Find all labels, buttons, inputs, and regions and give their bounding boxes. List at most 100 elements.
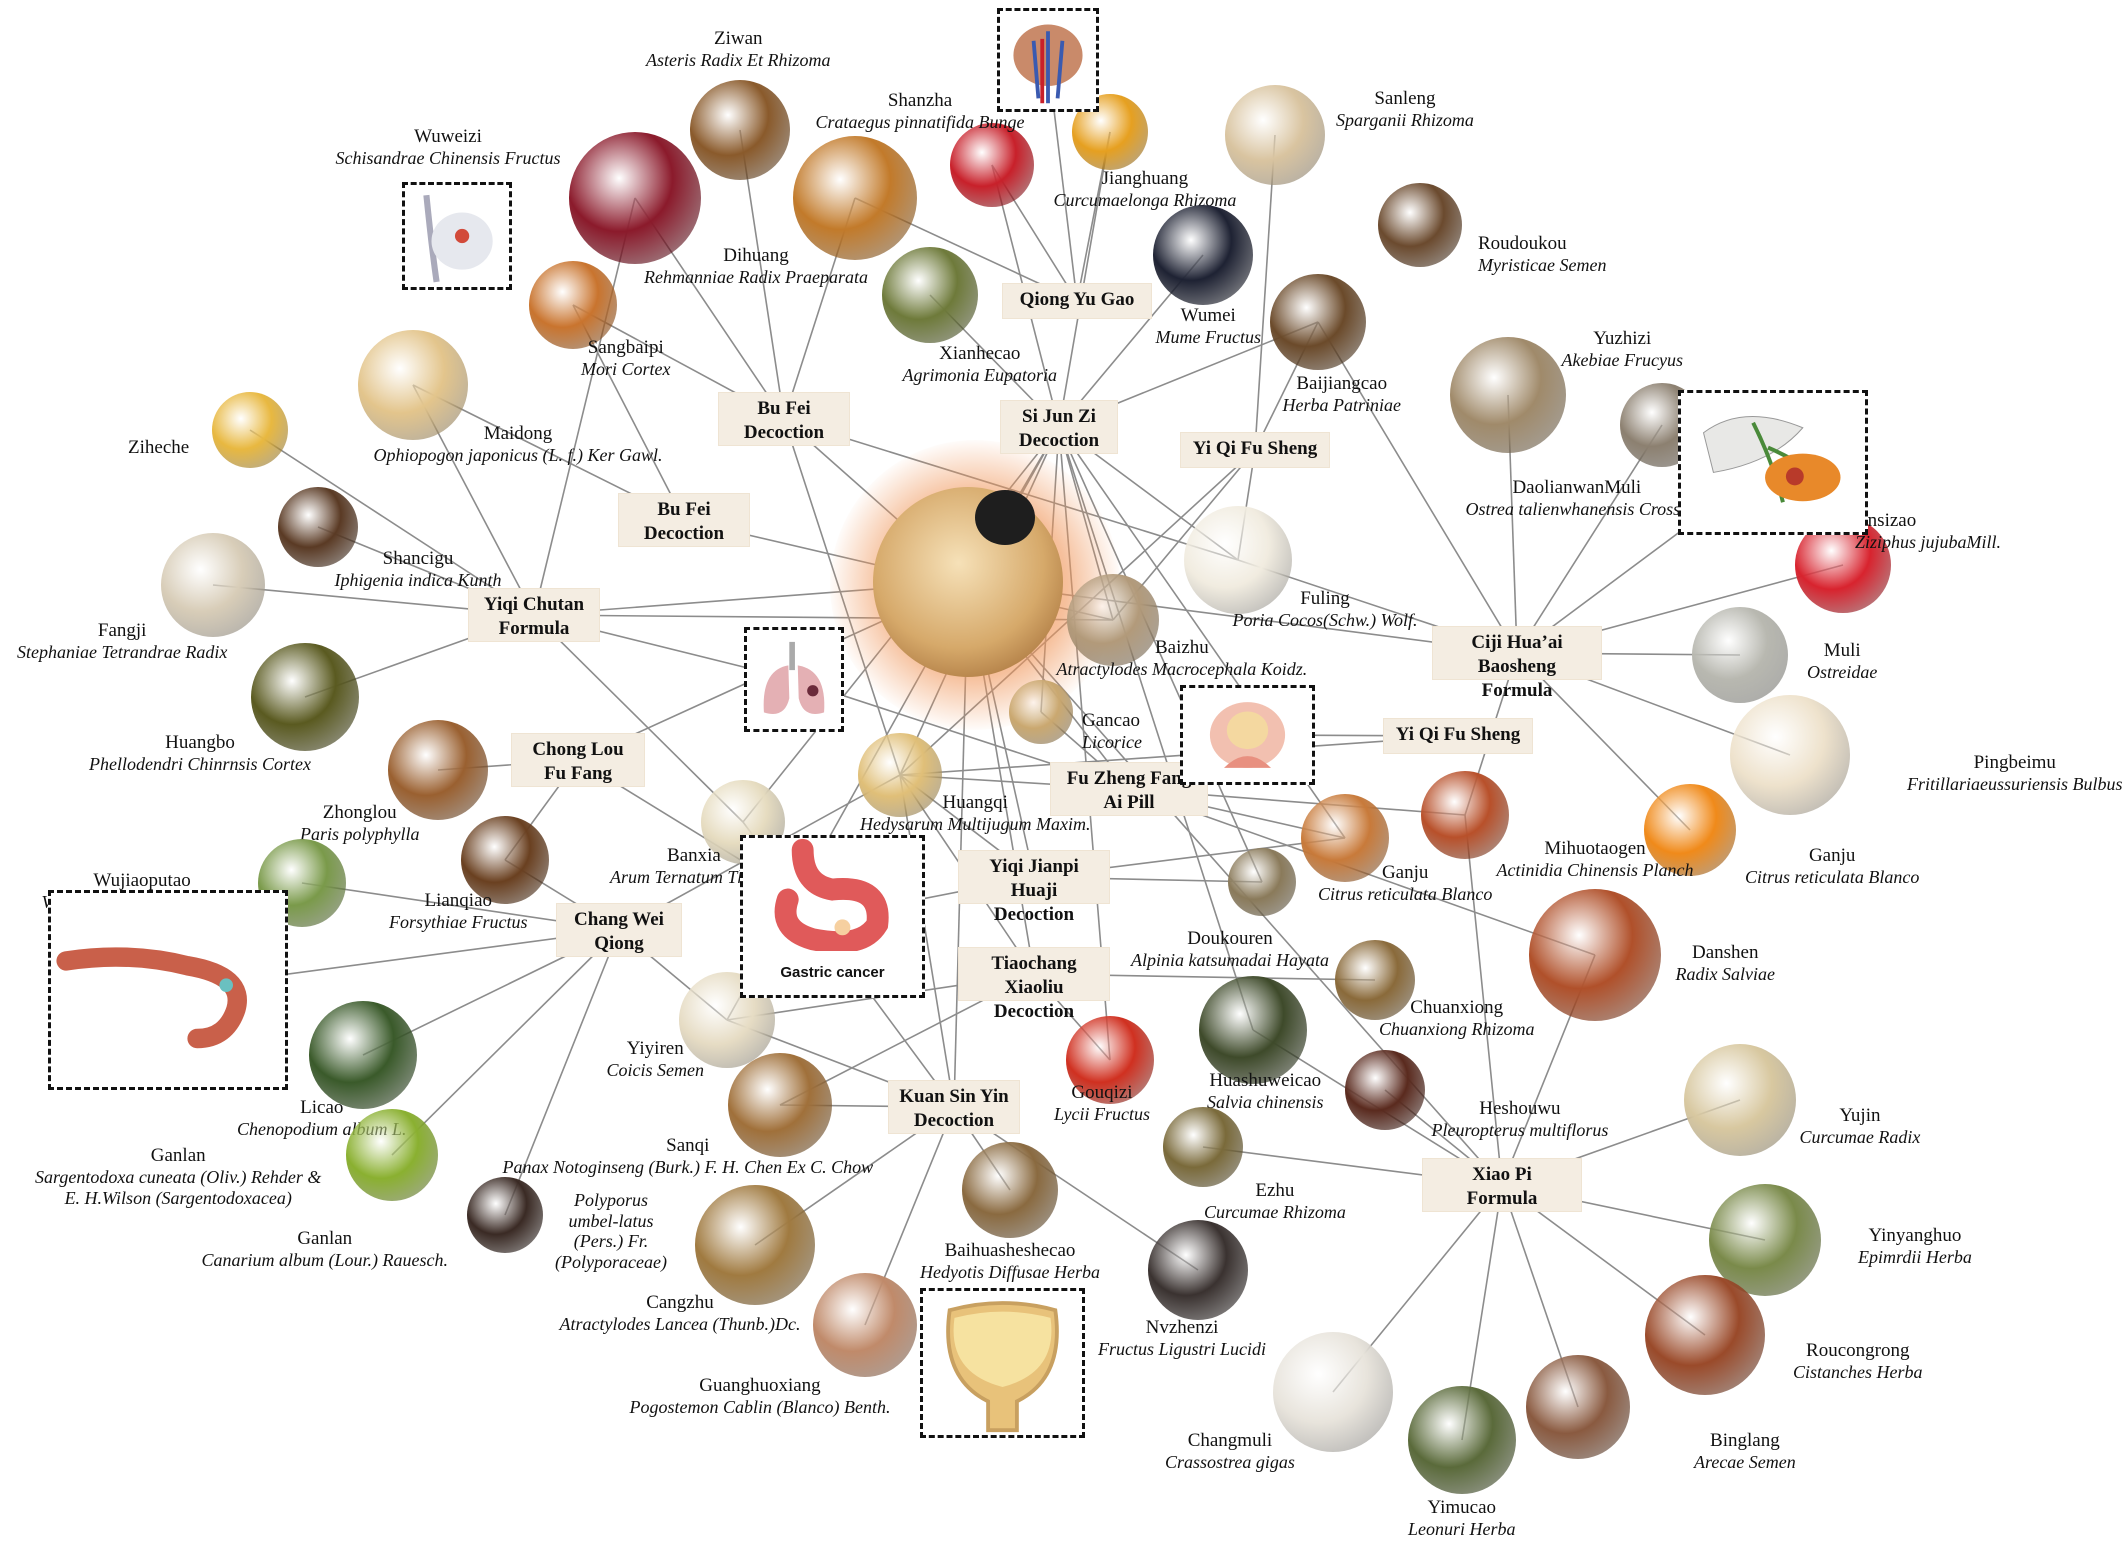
herb-latin-name: Polyporus umbel-latus (Pers.) Fr. (Polyp… (555, 1190, 667, 1273)
herb-name: Gouqizi (1071, 1082, 1133, 1103)
herb-image-yinyanghuo (1709, 1184, 1821, 1296)
herb-image-wuweizi (569, 132, 701, 264)
herb-latin-name: Sparganii Rhizoma (1336, 109, 1474, 130)
herb-latin-name: Atractylodes Macrocephala Koidz. (1056, 658, 1308, 679)
formula-qiongYuGao: Qiong Yu Gao (1002, 283, 1152, 319)
herb-image-muli (1692, 607, 1788, 703)
formula-buFei2: Bu Fei Decoction (618, 493, 750, 547)
herb-latin-name: Crassostrea gigas (1165, 1451, 1295, 1472)
herb-name: Huashuweicao (1209, 1070, 1322, 1091)
edge-xiaoPi-mihuotaogen (1464, 814, 1503, 1186)
herb-latin-name: Herba Patriniae (1282, 394, 1402, 415)
formula-chongLou: Chong Lou Fu Fang (511, 733, 645, 787)
herb-latin-name: Schisandrae Chinensis Fructus (335, 147, 561, 168)
herb-latin-name: Citrus reticulata Blanco (1745, 866, 1920, 887)
herb-image-xianhecao (882, 247, 978, 343)
herb-name: DaolianwanMuli (1512, 477, 1642, 498)
herb-image-heshouwu (1345, 1050, 1425, 1130)
herb-label-polyporus: Polyporus umbel-latus (Pers.) Fr. (Polyp… (555, 1190, 667, 1273)
herb-latin-name: Epimrdii Herba (1858, 1246, 1972, 1267)
herb-latin-name: Paris polyphylla (300, 823, 420, 844)
herb-image-roucongrong (1645, 1275, 1765, 1395)
herb-name: Baijiangcao (1296, 373, 1388, 394)
herb-image-sangbaipi (529, 261, 617, 349)
herb-image-huashuweicao (1199, 976, 1307, 1084)
formula-changWei: Chang Wei Qiong (556, 903, 682, 957)
herb-image-sanleng (1225, 85, 1325, 185)
herb-latin-name: Phellodendri Chinrnsis Cortex (89, 753, 311, 774)
herb-image-yujin (1684, 1044, 1796, 1156)
herb-latin-name: Chuanxiong Rhizoma (1379, 1018, 1535, 1039)
herb-latin-name: Citrus reticulata Blanco (1318, 883, 1493, 904)
edge-yiQiFuSheng2-huangqi (899, 735, 1459, 776)
herb-image-ziwan (690, 80, 790, 180)
herb-image-doukouren (1228, 848, 1296, 916)
herb-name: Wujiaoputao (93, 870, 191, 891)
herb-latin-name: Fritillariaeussuriensis Bulbus (1907, 773, 2123, 794)
herb-name: Shanzha (887, 90, 953, 111)
herb-name: Fuling (1300, 588, 1350, 609)
edge-yiqiChutan-ziheche (249, 429, 535, 616)
herb-name: Xianhecao (939, 343, 1021, 364)
herb-latin-name: Crataegus pinnatifida Bunge (815, 111, 1025, 132)
edge-siJunZi-jianghuang (1058, 131, 1111, 428)
herb-name: Chuanxiong (1410, 997, 1504, 1018)
herb-image-nvzhenzi (1148, 1220, 1248, 1320)
herb-name: Pingbeimu (1973, 752, 2056, 773)
herb-latin-name: Lycii Fructus (1054, 1103, 1150, 1124)
herb-name: Doukouren (1187, 928, 1273, 949)
herb-image-baihuasheshecao (962, 1142, 1058, 1238)
herb-image-lianqiao (461, 816, 549, 904)
herb-name: Changmuli (1187, 1430, 1273, 1451)
herb-name: Sanqi (666, 1135, 710, 1156)
edge-yiQiFuSheng1-sanleng (1254, 134, 1276, 451)
herb-name: Baihuasheshecao (944, 1240, 1076, 1261)
formula-xiaoPi: Xiao Pi Formula (1422, 1158, 1582, 1212)
herb-name: Zhonglou (322, 802, 397, 823)
herb-name: Binglang (1710, 1430, 1780, 1451)
organ-caption: Gastric cancer (780, 964, 885, 981)
herb-name: Cangzhu (646, 1292, 714, 1313)
herb-latin-name: Licorice (1082, 731, 1142, 752)
herb-name: Huangqi (942, 792, 1008, 813)
herb-latin-name: Ostrea talienwhanensis Crosse (1465, 498, 1689, 519)
herb-latin-name: Rehmanniae Radix Praeparata (644, 266, 868, 287)
herb-image-dihuang (793, 136, 917, 260)
herb-latin-name: Curcumae Radix (1799, 1126, 1921, 1147)
herb-image-sanqi (728, 1053, 832, 1157)
herb-latin-name: Mume Fructus (1155, 326, 1261, 347)
herb-name: Guanghuoxiang (699, 1375, 821, 1396)
formula-yiqiChutan: Yiqi Chutan Formula (468, 588, 600, 642)
edge-changWei-ganlan1 (391, 929, 620, 1156)
herb-image-wumei (1153, 205, 1253, 305)
herb-image-gouqizi (1066, 1016, 1154, 1104)
herb-latin-name: Pleuropterus multiflorus (1431, 1119, 1609, 1140)
herb-latin-name: Ostreidae (1807, 661, 1878, 682)
herb-name: Ganlan (150, 1145, 206, 1166)
herb-latin-name: Arecae Semen (1694, 1451, 1796, 1472)
organ-box-lung (744, 627, 844, 732)
herb-name: Baizhu (1154, 637, 1209, 658)
edge-yiqiChutan-banxia (533, 614, 744, 823)
herb-name: Yimucao (1427, 1497, 1497, 1518)
herb-latin-name: Fructus Ligustri Lucidi (1098, 1338, 1267, 1359)
herb-latin-name: Myristicae Semen (1478, 254, 1607, 275)
herb-latin-name: Hedyotis Diffusae Herba (920, 1261, 1100, 1282)
herb-latin-name: Forsythiae Fructus (389, 911, 528, 932)
herb-label-ziheche: Ziheche (128, 437, 189, 459)
